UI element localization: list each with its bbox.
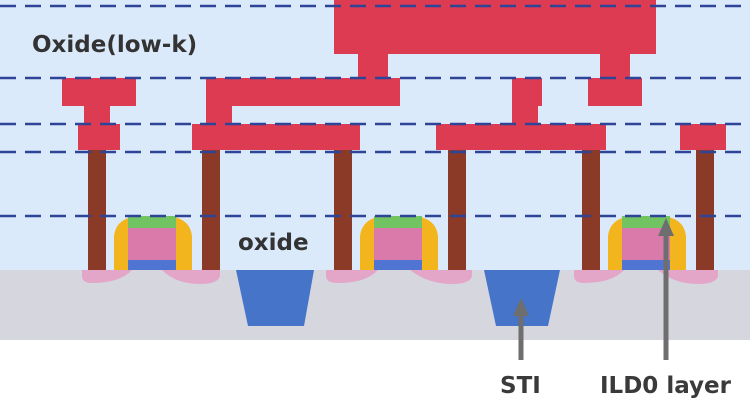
gate-oxide	[622, 260, 670, 270]
metal-line	[588, 78, 642, 106]
via	[512, 104, 538, 126]
contact-plug	[88, 150, 106, 270]
gate-electrode	[128, 228, 176, 260]
transistor-gate-1	[114, 216, 192, 270]
metal-line	[78, 124, 120, 150]
metal-line	[512, 78, 542, 106]
contact-plug	[202, 150, 220, 270]
vias-1	[84, 104, 538, 126]
gate-cap	[622, 216, 670, 228]
metal-line	[62, 78, 136, 106]
gate-oxide	[374, 260, 422, 270]
sti-trench-right	[484, 270, 560, 326]
metal-layer-1	[78, 124, 726, 150]
sti-arrow	[513, 298, 529, 360]
white-bottom-area	[0, 340, 750, 408]
sti-trench-left	[236, 270, 314, 326]
source-drain-regions	[82, 270, 718, 284]
ild0-arrow-head	[658, 218, 674, 236]
vias-2	[358, 52, 630, 80]
ild0-layer-label: ILD0 layer	[600, 373, 732, 399]
via	[600, 52, 630, 80]
oxide-low-k-label: Oxide(low-k)	[32, 32, 197, 58]
source-drain-region	[82, 270, 132, 283]
metal-line-top	[334, 0, 656, 54]
via	[358, 52, 388, 80]
metal-line	[436, 124, 606, 150]
gate-cap	[128, 216, 176, 228]
sti-label: STI	[500, 373, 541, 399]
ild0-arrow	[658, 218, 674, 360]
substrate	[0, 270, 750, 340]
oxide-label: oxide	[238, 230, 309, 256]
metal-line	[192, 124, 360, 150]
contact-plug	[696, 150, 714, 270]
gate-cap	[374, 216, 422, 228]
source-drain-region	[574, 270, 624, 283]
source-drain-region	[162, 270, 220, 284]
sti-arrow-head	[513, 298, 529, 316]
metal-line	[680, 124, 726, 150]
via	[206, 104, 232, 126]
contact-plug	[582, 150, 600, 270]
contact-plug	[334, 150, 352, 270]
gate-oxide	[128, 260, 176, 270]
metal-layer-2	[62, 78, 642, 106]
contact-plugs	[88, 150, 714, 270]
source-drain-region	[410, 270, 472, 284]
gate-electrode	[374, 228, 422, 260]
metal-line	[206, 78, 400, 106]
layer-boundaries	[0, 4, 750, 218]
source-drain-region	[658, 270, 718, 284]
transistor-gate-3	[608, 216, 686, 270]
via	[84, 104, 110, 126]
contact-plug	[448, 150, 466, 270]
source-drain-region	[326, 270, 378, 283]
transistor-gate-2	[360, 216, 438, 270]
